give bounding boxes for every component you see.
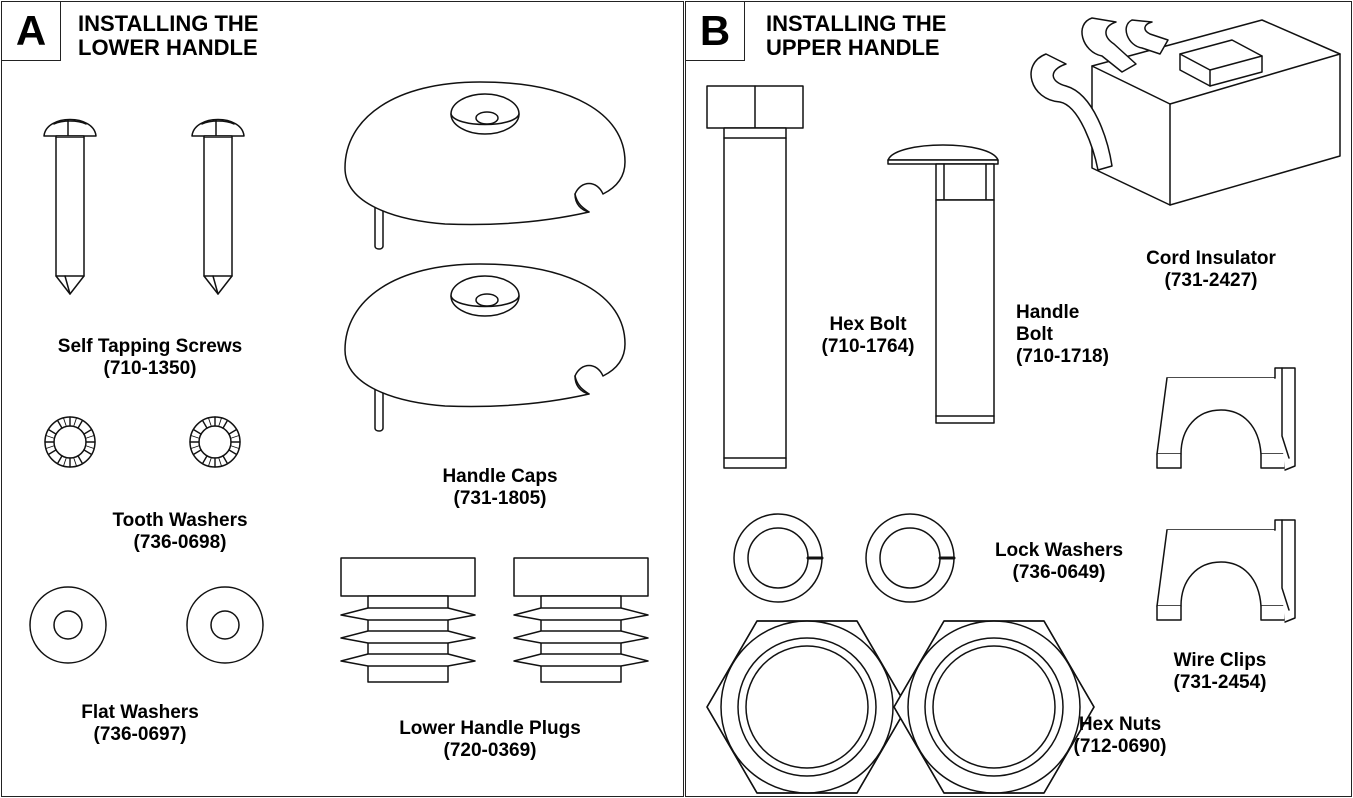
panel-a-title-line2: LOWER HANDLE: [78, 35, 258, 60]
handle-bolt-part-no: (710-1718): [1016, 346, 1109, 367]
panel-a-title: INSTALLING THE LOWER HANDLE: [78, 12, 258, 60]
tooth-washers-part-no: (736-0698): [133, 532, 227, 553]
wire-clips-name: Wire Clips: [1173, 650, 1267, 671]
label-lock-washers: Lock Washers (736-0649): [974, 540, 1144, 584]
label-lower-handle-plugs: Lower Handle Plugs (720-0369): [370, 718, 610, 762]
label-hex-nuts: Hex Nuts (712-0690): [1050, 714, 1190, 758]
hex-bolt-part-no: (710-1764): [821, 336, 915, 357]
hex-bolt-name: Hex Bolt: [829, 314, 907, 335]
panel-b-title-line2: UPPER HANDLE: [766, 35, 940, 60]
lower-handle-plugs-name: Lower Handle Plugs: [399, 718, 581, 739]
label-handle-caps: Handle Caps (731-1805): [400, 466, 600, 510]
flat-washers-part-no: (736-0697): [93, 724, 187, 745]
label-self-tapping-screws: Self Tapping Screws (710-1350): [30, 336, 270, 380]
label-flat-washers: Flat Washers (736-0697): [40, 702, 240, 746]
panel-a-title-line1: INSTALLING THE: [78, 11, 259, 36]
lower-handle-plugs-part-no: (720-0369): [443, 740, 537, 761]
label-tooth-washers: Tooth Washers (736-0698): [80, 510, 280, 554]
self-tapping-screws-name: Self Tapping Screws: [57, 336, 243, 357]
panel-b-title: INSTALLING THE UPPER HANDLE: [766, 12, 946, 60]
hex-nuts-name: Hex Nuts: [1078, 714, 1162, 735]
self-tapping-screws-part-no: (710-1350): [103, 358, 197, 379]
handle-bolt-drawing: [887, 144, 999, 424]
cord-insulator-name: Cord Insulator: [1146, 248, 1276, 269]
handle-bolt-name-line1: Handle: [1016, 302, 1080, 323]
hex-nuts-part-no: (712-0690): [1073, 736, 1167, 757]
label-wire-clips: Wire Clips (731-2454): [1150, 650, 1290, 694]
flat-washers-name: Flat Washers: [81, 702, 199, 723]
lock-washers-part-no: (736-0649): [1012, 562, 1106, 583]
panel-b-title-line1: INSTALLING THE: [766, 11, 947, 36]
handle-caps-part-no: (731-1805): [453, 488, 547, 509]
label-cord-insulator: Cord Insulator (731-2427): [1116, 248, 1306, 292]
handle-bolt-name-line2: Bolt: [1016, 324, 1053, 345]
tooth-washers-name: Tooth Washers: [112, 510, 248, 531]
handle-caps-name: Handle Caps: [442, 466, 558, 487]
panel-a-letter: A: [1, 1, 61, 61]
label-handle-bolt: Handle Bolt (710-1718): [1016, 302, 1136, 368]
panel-b-letter: B: [685, 1, 745, 61]
label-hex-bolt: Hex Bolt (710-1764): [808, 314, 928, 358]
lock-washers-name: Lock Washers: [994, 540, 1124, 561]
cord-insulator-drawing: [1030, 17, 1341, 206]
wire-clips-part-no: (731-2454): [1173, 672, 1267, 693]
cord-insulator-part-no: (731-2427): [1164, 270, 1258, 291]
hex-bolt-drawing: [706, 85, 804, 469]
